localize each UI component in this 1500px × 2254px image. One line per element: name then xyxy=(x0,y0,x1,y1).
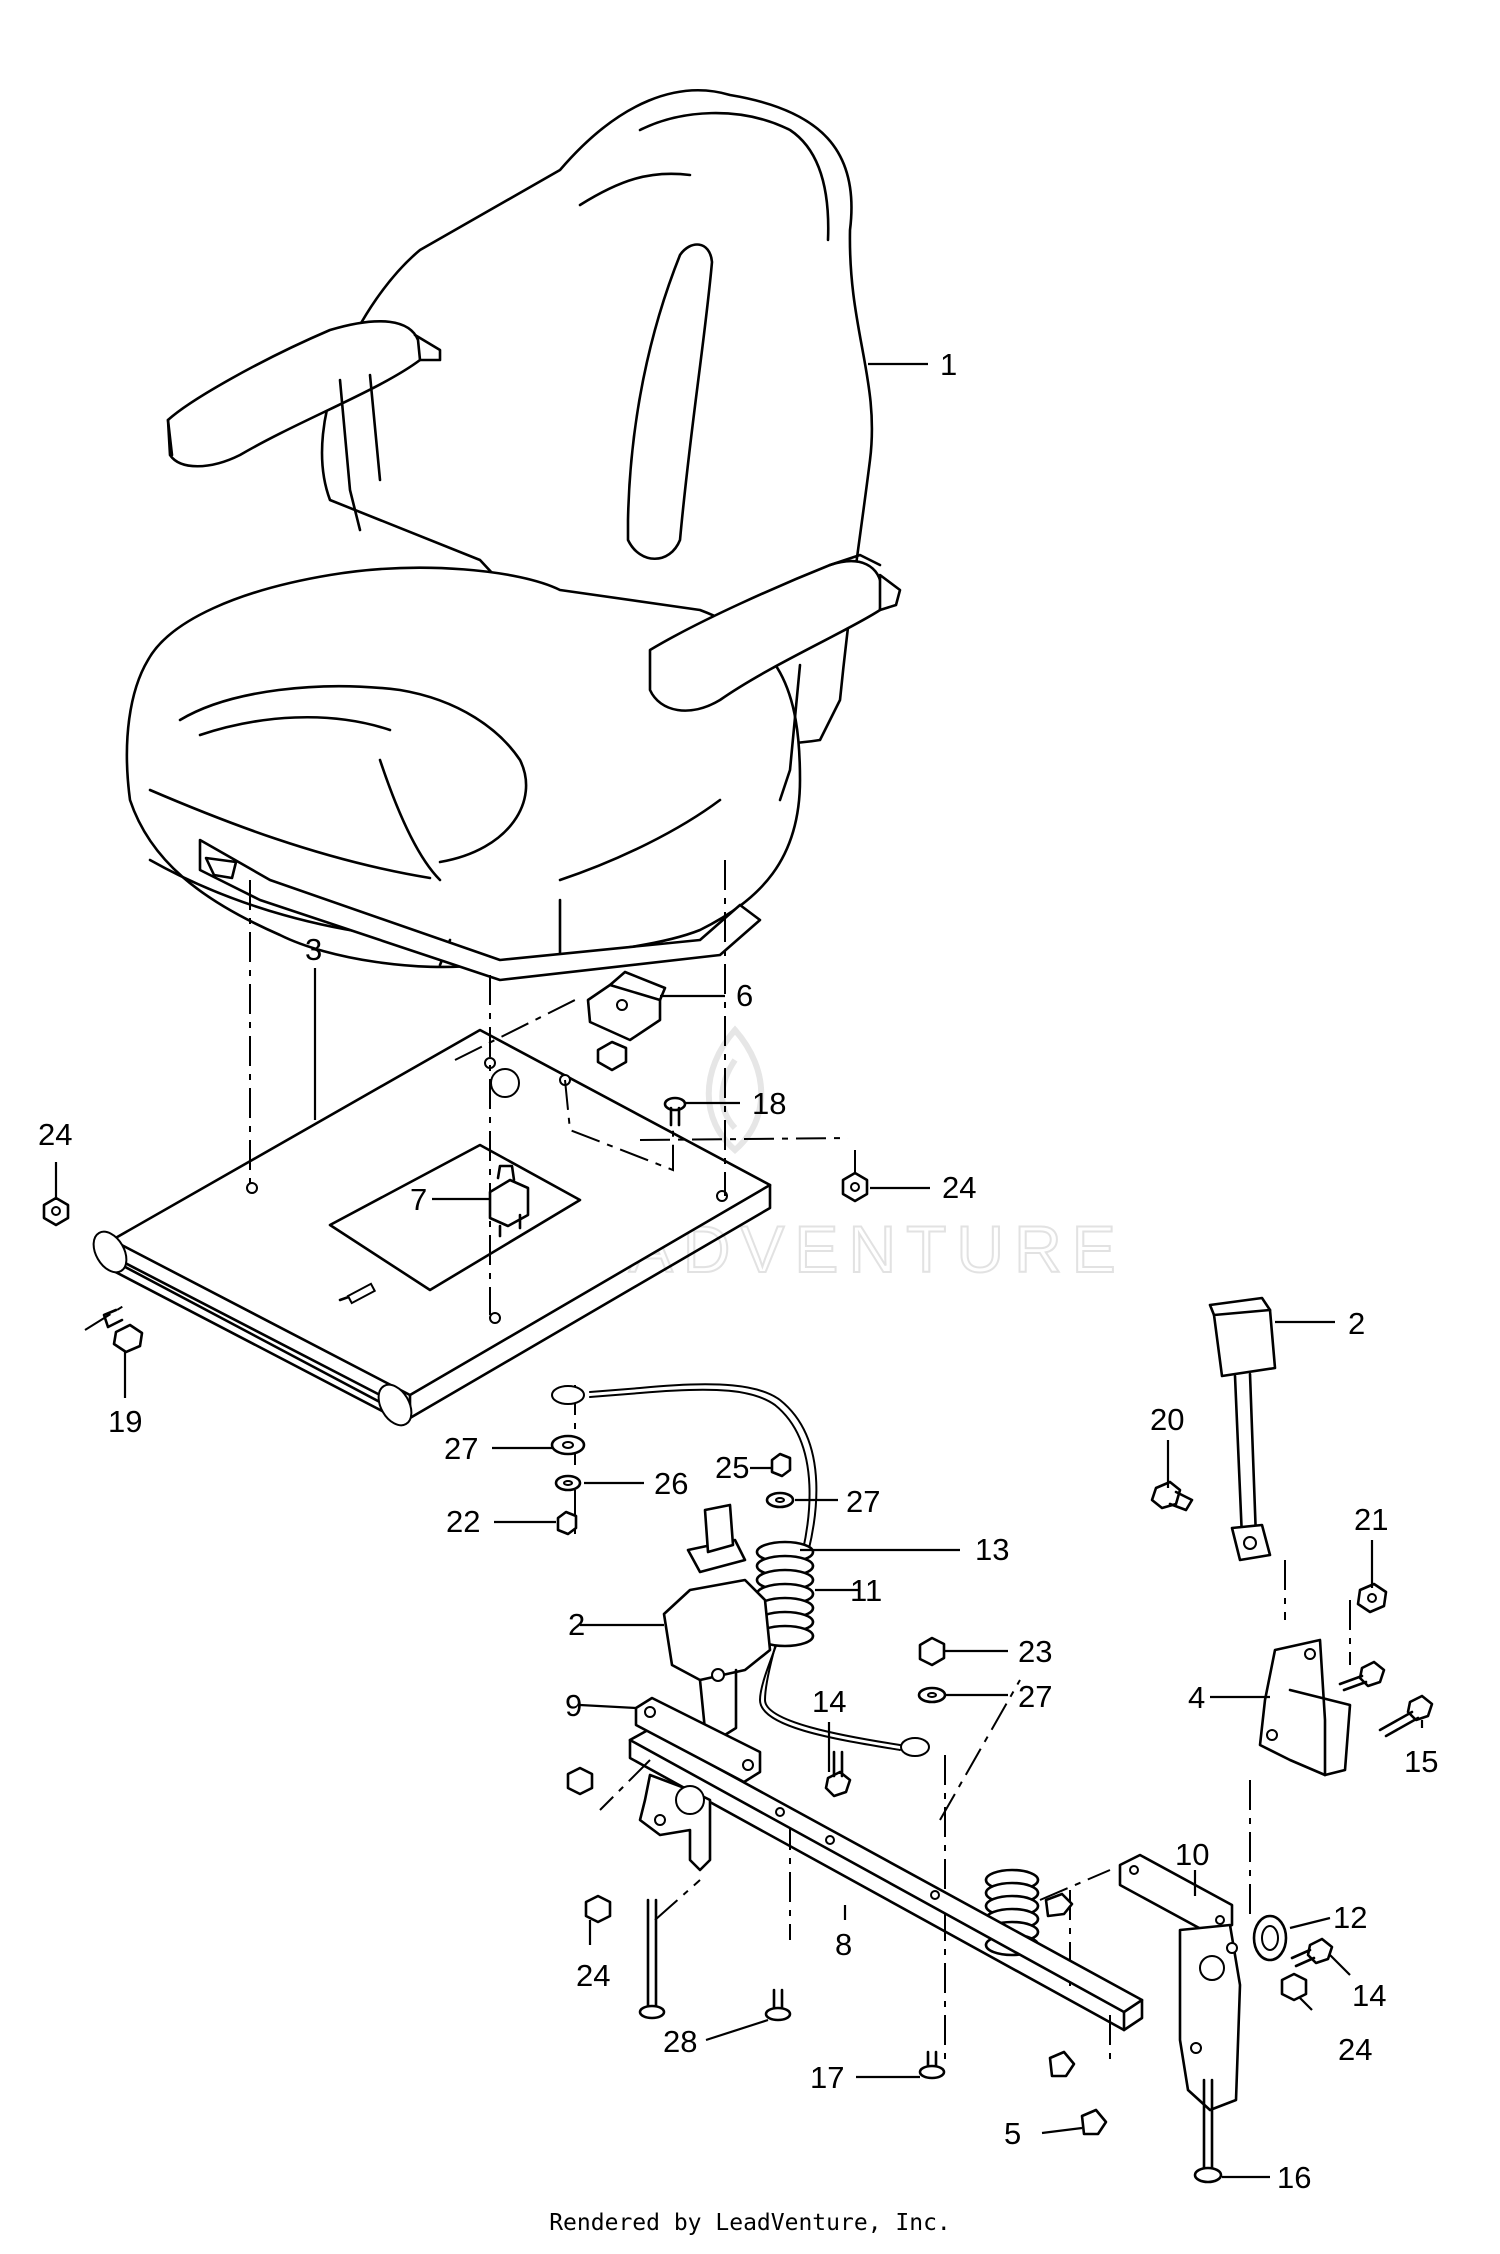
hex-nut-24-left xyxy=(42,1196,70,1227)
bolt-28 xyxy=(764,1988,792,2022)
callout-10: 10 xyxy=(1175,1837,1209,1872)
bolt-14-upper xyxy=(824,1750,852,1798)
nut-22 xyxy=(556,1510,578,1536)
bracket-10 xyxy=(1118,1853,1288,2112)
seat-switch-7 xyxy=(488,1164,530,1238)
washer-27-c xyxy=(917,1686,947,1704)
callout-26: 26 xyxy=(654,1466,688,1501)
callout-17: 17 xyxy=(810,2060,844,2095)
clip-5-b xyxy=(1048,2050,1076,2078)
nut-24-lower-right xyxy=(1280,1972,1308,2002)
callout-24-top-right: 24 xyxy=(942,1170,976,1205)
callout-4: 4 xyxy=(1188,1680,1205,1715)
callout-19: 19 xyxy=(108,1404,142,1439)
bracket-6 xyxy=(586,970,667,1072)
rail-8 xyxy=(628,1728,1144,2032)
washer-27-b xyxy=(765,1491,795,1509)
bolt-20 xyxy=(1150,1480,1194,1512)
callout-2-buckle: 2 xyxy=(568,1607,585,1642)
callout-9: 9 xyxy=(565,1688,582,1723)
cable-13 xyxy=(551,1383,930,1757)
callout-24-lower-left: 24 xyxy=(576,1958,610,1993)
callout-5: 5 xyxy=(1004,2116,1021,2151)
footer-credit: Rendered by LeadVenture, Inc. xyxy=(549,2210,951,2236)
callout-24-top-left: 24 xyxy=(38,1117,72,1152)
seat-belt-buckle-2 xyxy=(662,1503,772,1740)
callout-28: 28 xyxy=(663,2024,697,2059)
callout-12: 12 xyxy=(1333,1900,1367,1935)
callout-14-lower: 14 xyxy=(1352,1978,1386,2013)
bolt-16 xyxy=(1193,2078,1223,2184)
callouts: 1 2 2 3 4 5 6 7 8 9 10 11 12 13 14 14 15… xyxy=(38,347,1438,2195)
pin-18 xyxy=(663,1096,687,1127)
clip-5-a xyxy=(1044,1892,1074,1918)
bolt-near-4 xyxy=(1338,1660,1386,1692)
bolt-17 xyxy=(918,2050,946,2080)
leader-lines xyxy=(54,362,1424,2179)
callout-23: 23 xyxy=(1018,1634,1052,1669)
callout-27-c: 27 xyxy=(1018,1679,1052,1714)
callout-1: 1 xyxy=(940,347,957,382)
callout-2-latch: 2 xyxy=(1348,1306,1365,1341)
nut-24-lower-left xyxy=(566,1766,612,1924)
callout-27-b: 27 xyxy=(846,1484,880,1519)
bolt-14-lower xyxy=(1290,1937,1334,1968)
bracket-9 xyxy=(634,1696,762,1872)
washer-26 xyxy=(554,1474,582,1492)
nut-21 xyxy=(1356,1582,1388,1614)
callout-14-upper: 14 xyxy=(812,1684,846,1719)
seat-part xyxy=(125,89,902,982)
seat-belt-latch-2 xyxy=(1208,1296,1277,1562)
nut-25 xyxy=(770,1452,792,1478)
callout-11: 11 xyxy=(850,1573,882,1608)
callout-20: 20 xyxy=(1150,1402,1184,1437)
callout-16: 16 xyxy=(1277,2160,1311,2195)
callout-21: 21 xyxy=(1354,1502,1388,1537)
bolt-long-left xyxy=(638,1898,666,2020)
callout-8: 8 xyxy=(835,1927,852,1962)
callout-13: 13 xyxy=(975,1532,1009,1567)
callout-15: 15 xyxy=(1404,1744,1438,1779)
callout-6: 6 xyxy=(736,978,753,1013)
clip-5-c xyxy=(1080,2108,1108,2136)
bolt-19 xyxy=(102,1308,144,1354)
bolt-15 xyxy=(1378,1694,1434,1738)
callout-22: 22 xyxy=(446,1504,480,1539)
hex-nut-24-right xyxy=(841,1171,869,1203)
seat-pan-part xyxy=(92,1028,772,1427)
callout-27-a: 27 xyxy=(444,1431,478,1466)
nut-23 xyxy=(918,1636,946,1667)
callout-7: 7 xyxy=(410,1182,427,1217)
washer-27-a xyxy=(550,1434,586,1456)
callout-3: 3 xyxy=(305,932,322,967)
bracket-4 xyxy=(1258,1638,1352,1777)
callout-24-lower-right: 24 xyxy=(1338,2032,1372,2067)
callout-25: 25 xyxy=(715,1450,749,1485)
callout-18: 18 xyxy=(752,1086,786,1121)
